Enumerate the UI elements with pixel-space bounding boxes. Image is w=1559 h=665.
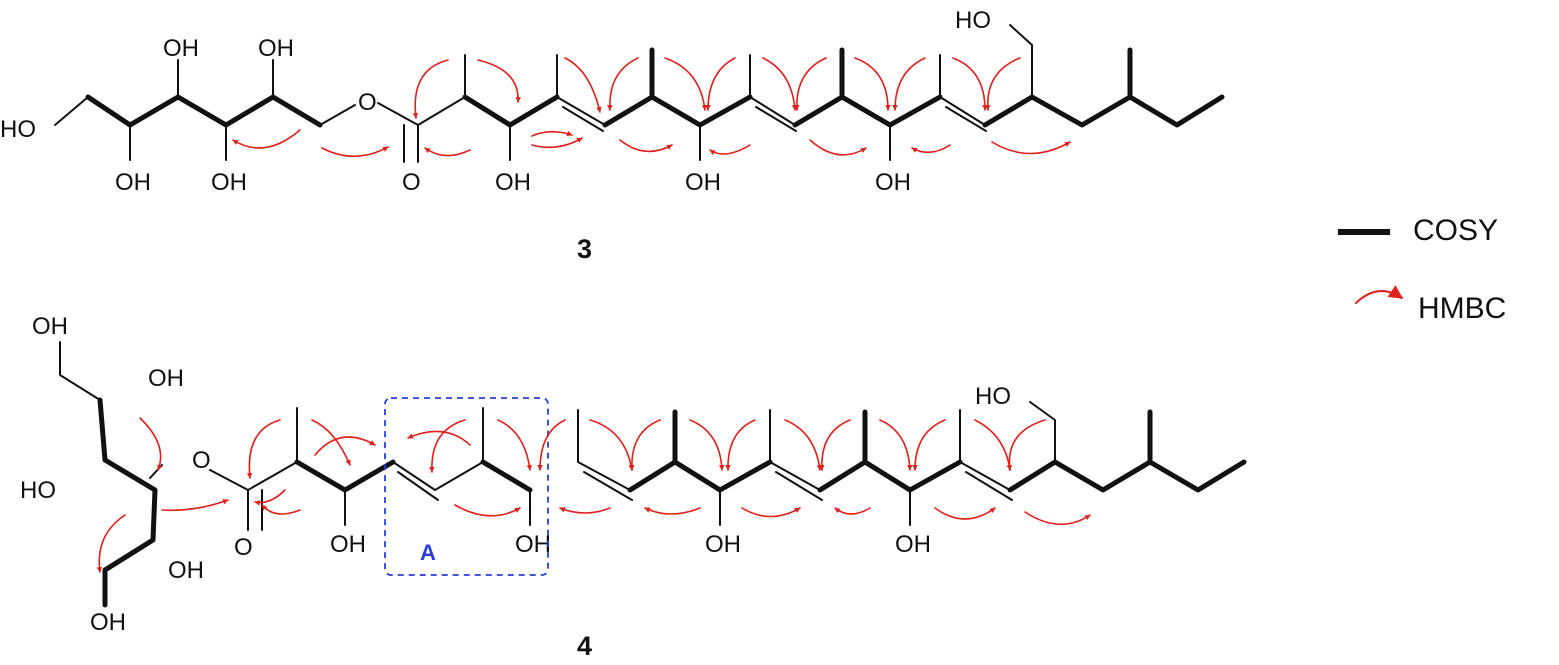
hmbc-correlation-arrow (912, 419, 946, 471)
hmbc-correlation-arrow (254, 489, 286, 506)
hmbc-correlation-arrow (531, 130, 573, 137)
hmbc-correlation-arrow (911, 144, 951, 154)
hydroxyl-label: OH (258, 35, 294, 62)
hmbc-correlation-arrow (619, 139, 673, 153)
hydroxyl-label: HO (20, 477, 56, 504)
hmbc-correlation-arrow (628, 419, 661, 471)
hydroxyl-label: HO (955, 7, 991, 34)
hmbc-correlation-arrow (424, 147, 471, 157)
hmbc-correlation-arrow (834, 507, 871, 515)
hmbc-correlation-arrow (974, 419, 1013, 471)
hmbc-correlation-arrow (497, 419, 533, 471)
hmbc-legend-label: HMBC (1418, 292, 1506, 325)
compound-4-hmbc-arrows (96, 417, 1091, 573)
hmbc-correlation-arrow (809, 139, 867, 156)
hmbc-correlation-arrow (952, 57, 988, 111)
hmbc-correlation-arrow (644, 507, 701, 515)
hmbc-correlation-arrow (892, 57, 926, 111)
hmbc-correlation-arrow (741, 507, 801, 518)
hmbc-correlation-arrow (784, 419, 823, 471)
hmbc-correlation-arrow (725, 419, 756, 471)
hmbc-correlation-arrow (689, 419, 725, 471)
hydroxyl-label: OH (895, 531, 931, 558)
hmbc-correlation-arrow (531, 137, 583, 149)
hydroxyl-label: OH (705, 531, 741, 558)
region-a-box: A (384, 397, 549, 576)
compound-4-atoms: OH OH HO O OH OH O OH OH OH OH HO (20, 313, 1011, 636)
hmbc-correlation-arrow (1006, 419, 1046, 471)
hmbc-correlation-arrow (412, 59, 449, 119)
compound-3-label: 3 (577, 234, 592, 264)
compound-3-hmbc-arrows (232, 57, 1071, 157)
hydroxyl-label: OH (148, 365, 184, 392)
hmbc-correlation-arrow (407, 430, 471, 446)
compound-3-structure (54, 24, 1225, 163)
hmbc-correlation-arrow (984, 57, 1021, 111)
hmbc-correlation-arrow (321, 146, 389, 157)
hmbc-correlation-arrow (606, 57, 639, 111)
hydroxyl-label: OH (163, 35, 199, 62)
hydroxyl-label: OH (330, 531, 366, 558)
hmbc-correlation-arrow (139, 417, 163, 471)
hydroxyl-label: OH (211, 169, 247, 196)
hydroxyl-label: OH (90, 609, 126, 636)
hydroxyl-label: HO (0, 116, 36, 143)
hmbc-correlation-arrow (818, 419, 851, 471)
hmbc-correlation-arrow (934, 507, 996, 520)
cosy-legend-label: COSY (1413, 214, 1498, 247)
hmbc-correlation-arrow (1024, 511, 1091, 526)
hmbc-correlation-arrow (314, 436, 376, 456)
hydroxyl-label: OH (515, 531, 551, 558)
hmbc-correlation-arrow (232, 129, 301, 149)
legend: COSY HMBC (1338, 214, 1506, 325)
hydroxyl-label: OH (168, 557, 204, 584)
hydroxyl-label: HO (975, 383, 1011, 410)
hydroxyl-label: OH (115, 169, 151, 196)
hmbc-correlation-arrow (991, 141, 1071, 155)
hmbc-correlation-arrow (762, 57, 798, 111)
hmbc-correlation-arrow (311, 419, 351, 466)
compound-4-structure (59, 341, 1247, 608)
hmbc-correlation-arrow (664, 57, 708, 111)
hmbc-correlation-arrow (246, 419, 281, 479)
hmbc-correlation-arrow (429, 419, 466, 473)
ester-oxygen-label: O (192, 447, 211, 474)
hydroxyl-label: OH (32, 313, 68, 340)
hmbc-legend-swatch (1355, 285, 1404, 304)
hydroxyl-label: OH (495, 169, 531, 196)
hmbc-correlation-arrow (454, 504, 521, 517)
hmbc-correlation-arrow (564, 57, 602, 113)
compound-4-label: 4 (577, 631, 592, 661)
hmbc-correlation-arrow (537, 419, 566, 471)
ester-oxygen-label: O (358, 89, 377, 116)
compound-3-atoms: HO OH OH OH OH O O OH OH OH HO (0, 7, 991, 196)
hmbc-correlation-arrow (705, 57, 736, 111)
hmbc-correlation-arrow (793, 57, 827, 111)
hmbc-correlation-arrow (161, 499, 229, 512)
carbonyl-oxygen-label: O (234, 534, 253, 561)
hmbc-correlation-arrow (559, 507, 611, 514)
carbonyl-oxygen-label: O (402, 169, 421, 196)
hmbc-correlation-arrow (879, 419, 913, 471)
region-a-label: A (420, 540, 436, 565)
hmbc-correlation-arrow (709, 144, 751, 156)
hmbc-correlation-arrow (477, 59, 522, 103)
hydroxyl-label: OH (875, 169, 911, 196)
hmbc-correlation-arrow (96, 514, 126, 573)
hydroxyl-label: OH (685, 169, 721, 196)
hmbc-correlation-arrow (854, 57, 891, 111)
hmbc-correlation-arrow (589, 419, 634, 471)
hmbc-correlation-arrow (261, 504, 301, 515)
